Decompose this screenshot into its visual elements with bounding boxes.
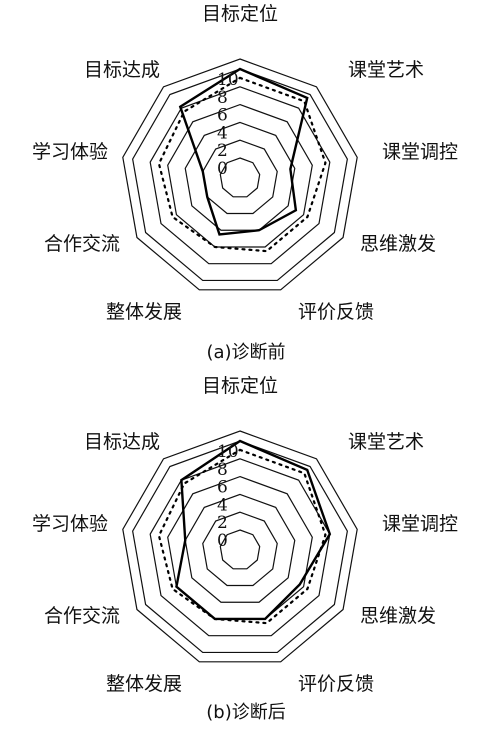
chart-caption: (a)诊断前 [206, 342, 285, 363]
axis-label: 课堂调控 [382, 513, 458, 535]
grid-ring-0 [219, 529, 261, 570]
r-tick-label: 2 [217, 141, 228, 161]
series-1-polygon-a [178, 67, 309, 236]
axis-label: 学习体验 [32, 141, 108, 163]
r-tick-label: 2 [217, 513, 228, 533]
grid-ring-8 [149, 458, 331, 637]
r-tick-label: 6 [217, 478, 228, 498]
r-tick-label: 8 [217, 88, 228, 108]
grid-ring-2 [202, 139, 278, 215]
axis-label: 评价反馈 [298, 301, 374, 323]
series-2-polygon-b [157, 448, 327, 625]
r-tick-label: 0 [217, 159, 228, 179]
r-tick-label: 4 [217, 123, 228, 143]
axis-label: 课堂调控 [382, 141, 458, 163]
grid-ring-2 [202, 511, 278, 587]
axis-label: 思维激发 [360, 605, 436, 627]
axis-label: 课堂艺术 [348, 59, 424, 81]
r-tick-label: 10 [217, 442, 239, 462]
chart-caption: (b)诊断后 [206, 702, 285, 723]
axis-label: 课堂艺术 [348, 431, 424, 453]
axis-label: 合作交流 [44, 605, 120, 627]
series-2-polygon-a [157, 76, 327, 253]
axis-label: 目标定位 [202, 375, 278, 397]
axis-label: 评价反馈 [298, 673, 374, 695]
r-tick-label: 8 [217, 460, 228, 480]
grid-ring-10 [132, 68, 348, 282]
axis-label: 目标定位 [202, 3, 278, 25]
grid-ring-6 [167, 103, 313, 248]
axis-label: 思维激发 [360, 233, 436, 255]
axis-label: 合作交流 [44, 233, 120, 255]
grid-ring-0 [219, 157, 261, 198]
series-1-polygon-b [175, 439, 332, 621]
r-tick-label: 4 [217, 495, 228, 515]
axis-label: 整体发展 [106, 301, 182, 323]
grid-ring-4 [184, 493, 296, 603]
axis-label: 目标达成 [84, 59, 160, 81]
grid-ring-10 [132, 440, 348, 654]
r-tick-label: 10 [217, 70, 239, 90]
outer-frame-ring [122, 58, 358, 291]
axis-label: 整体发展 [106, 673, 182, 695]
axis-label: 目标达成 [84, 431, 160, 453]
outer-frame-ring [122, 430, 358, 663]
axis-label: 学习体验 [32, 513, 108, 535]
r-tick-label: 0 [217, 531, 228, 551]
grid-ring-8 [149, 86, 331, 265]
r-tick-label: 6 [217, 106, 228, 126]
